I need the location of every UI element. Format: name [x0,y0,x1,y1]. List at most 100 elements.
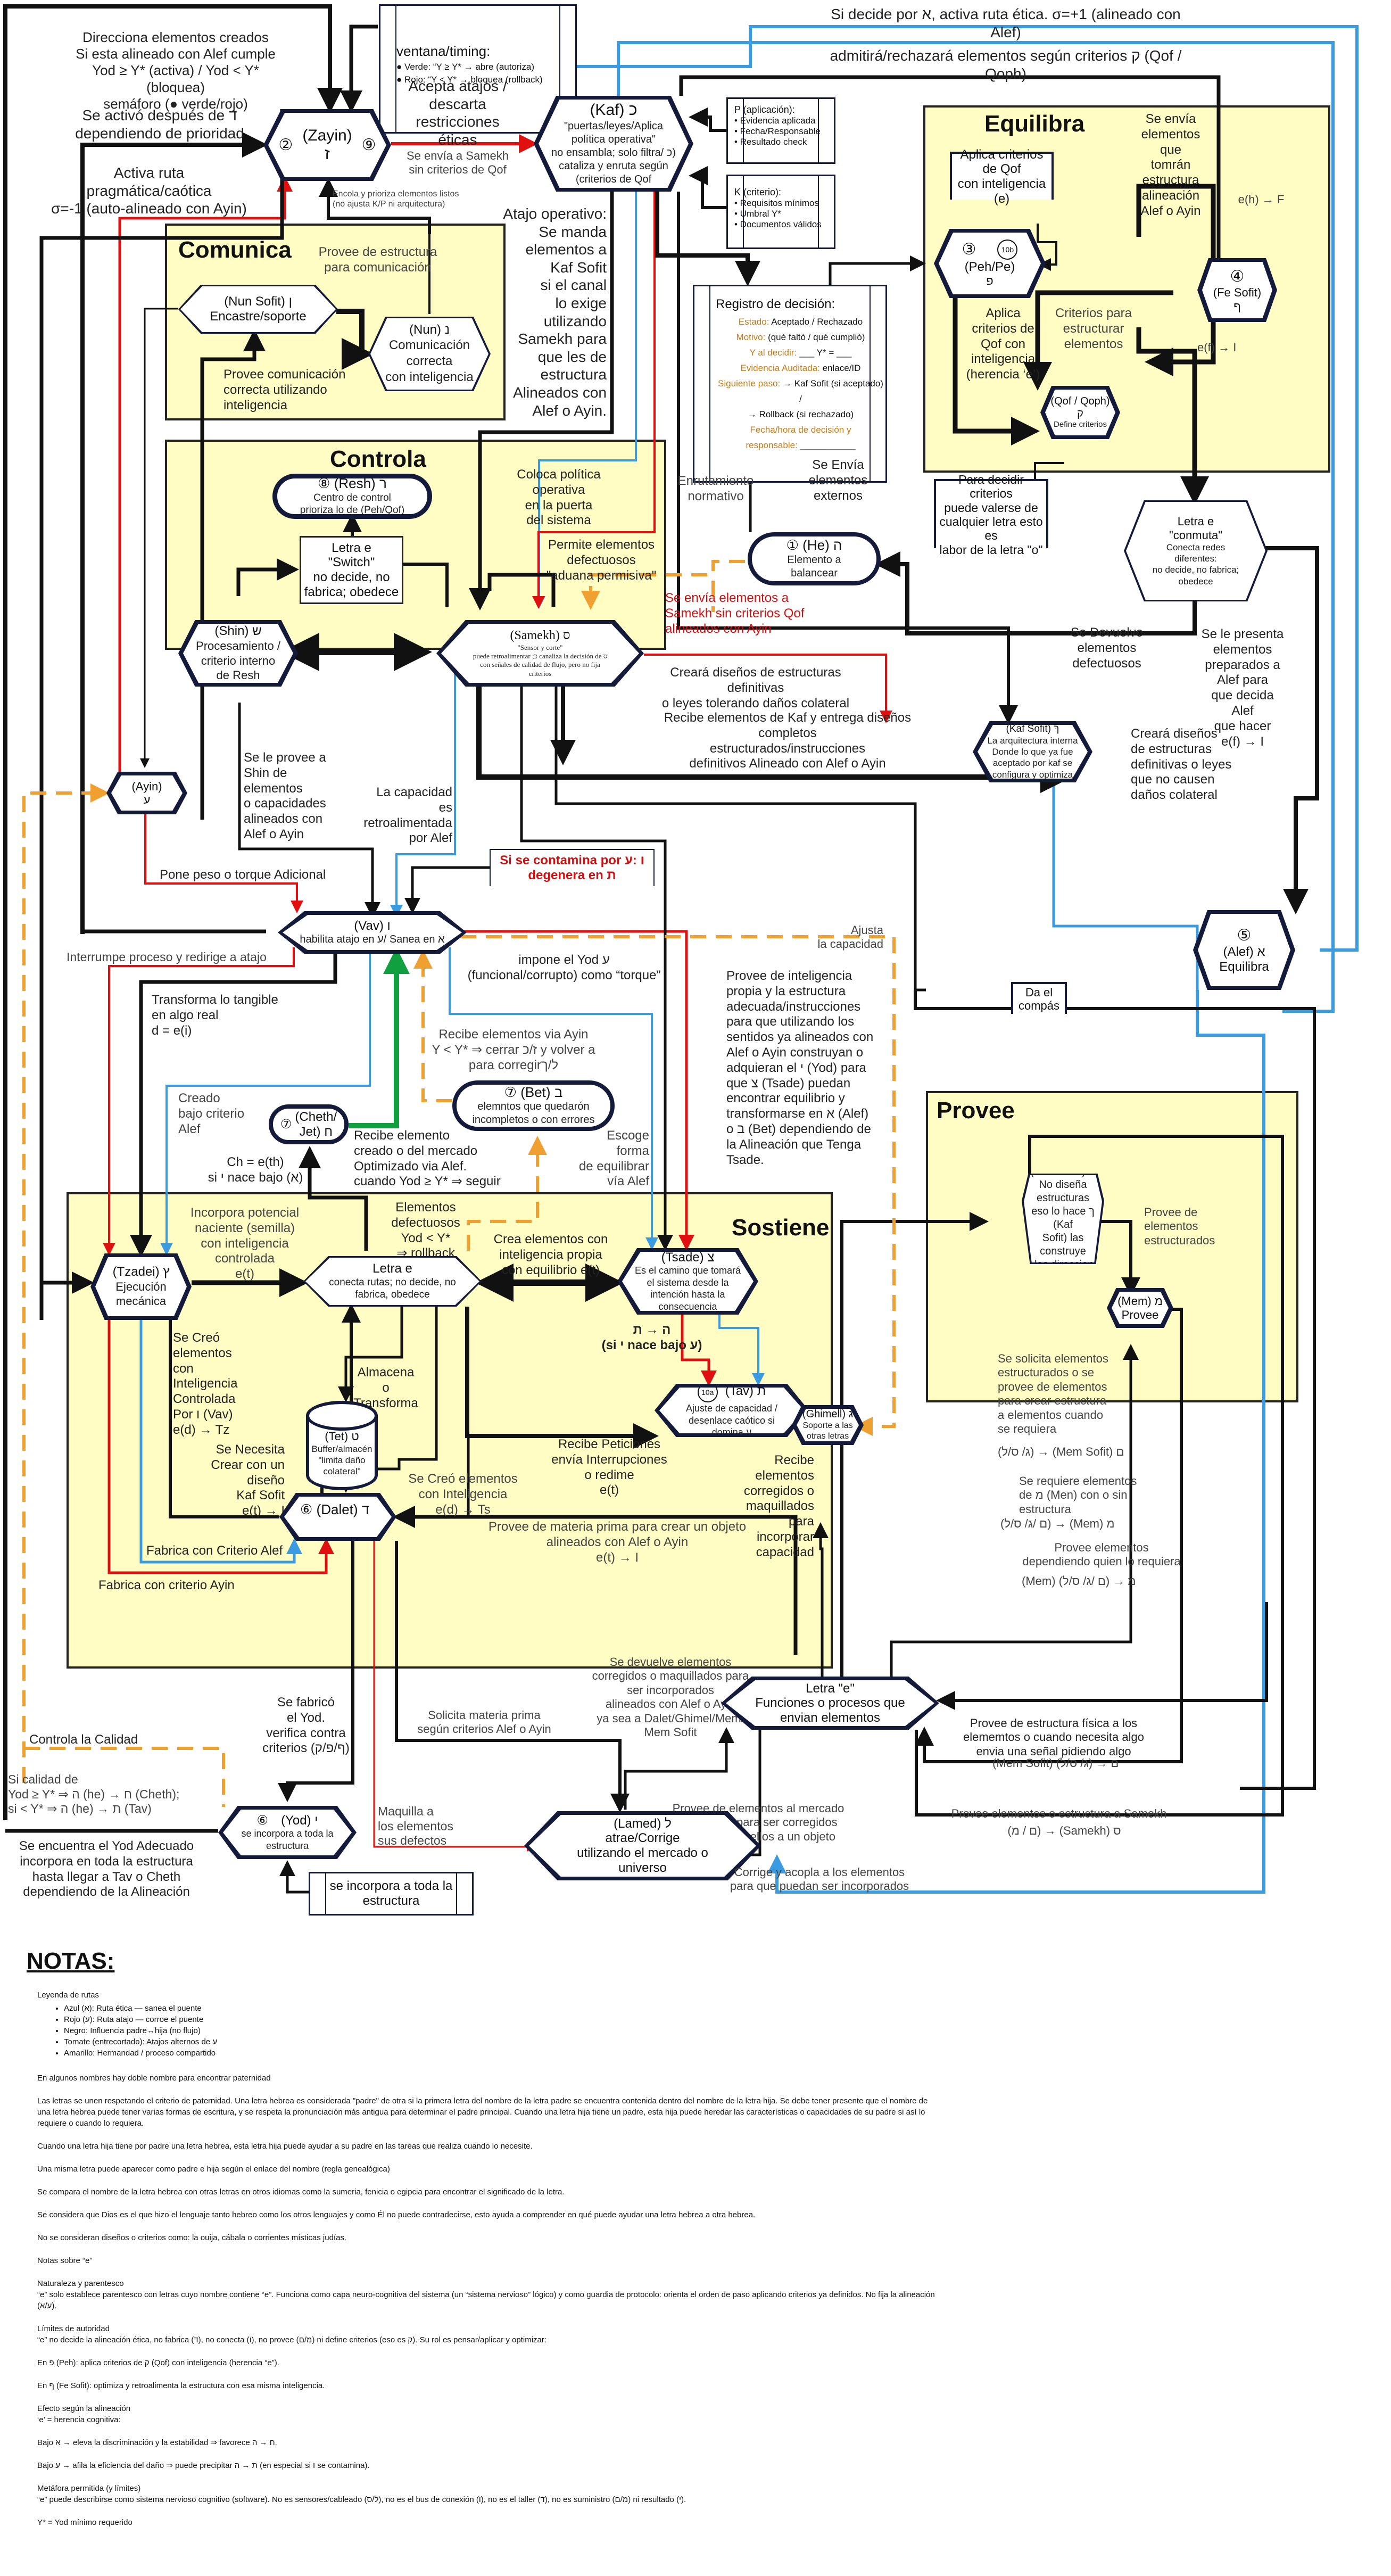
label-coloca-politica: Coloca política operativa en la puerta d… [517,467,601,528]
label-provee-estructurados: Provee de elementos estructurados [1144,1206,1215,1247]
label-se-necesita: Se Necesita Crear con un diseño Kaf Sofi… [211,1442,285,1518]
node-ayin[interactable]: (Ayin)ע [106,772,187,814]
ghimel-name: (Ghimell) ג [802,1408,854,1420]
node-tav[interactable]: 10a(Tav) ת Ajuste de capacidad / desenla… [655,1384,809,1437]
box-k-criterio: K (criterio): • Requisitos mínimos • Umb… [726,175,835,249]
resh-num: ⑧ [318,475,330,491]
note-paragraph: En ף (Fe Sofit): optimiza y retroaliment… [37,2381,325,2390]
label-provee-dependiendo: Provee elementos dependiendo quien lo re… [1022,1541,1181,1568]
dalet-name: (Dalet) ד [316,1501,370,1517]
label-si-calidad: Si calidad de Yod ≥ Y* ⇒ ה (he) → ח (Che… [8,1772,180,1816]
label-encola: Encola y prioriza elementos listos (no a… [333,189,459,209]
registro-key: Siguiente paso: [718,378,781,389]
label-admitira: admitirá/rechazará elementos según crite… [830,47,1182,82]
node-letra-e-conmuta[interactable]: Letra e "conmuta" Conecta redes diferent… [1124,500,1268,601]
label-provee-inteligencia: Provee de inteligencia propia y la estru… [726,969,874,1167]
conmuta-title: Letra e "conmuta" [1169,515,1222,542]
label-incorpora-potencial: Incorpora potencial naciente (semilla) c… [190,1206,300,1282]
cheth-num: ⑦ [280,1117,292,1132]
label-creado-bajo: Creado bajo criterio Alef [178,1091,245,1136]
qof-desc: Define criterios [1053,419,1107,429]
route-black-mem-letrae [936,1602,1268,1710]
node-bet[interactable]: ⑦ (Bet) ב elemntos que quedarón incomple… [452,1080,615,1131]
he-desc: Elemento a balancear [787,554,841,579]
label-se-devuelve-defectuosos: Se Devuelve elementos defectuosos [1070,625,1144,671]
node-alef[interactable]: ⑤ (Alef) א Equilibra [1193,910,1295,990]
registro-row: Siguiente paso: → Kaf Sofit (si aceptado… [716,376,885,407]
tav-desc: Ajuste de capacidad / desenlace caótico … [685,1403,778,1438]
label-activa-ruta: Activa ruta pragmática/caótica σ=-1 (aut… [51,164,247,217]
node-fe-sofit[interactable]: ④ (Fe Sofit) ף [1197,258,1277,322]
qof-name: (Qof / Qoph) [1050,395,1110,407]
k-title: K (criterio): [734,187,782,197]
p-item: • Resultado check [734,137,807,147]
legend-item: Negro: Influencia padre↔hija (no flujo) [64,2025,1357,2036]
node-letra-e-funciones[interactable]: Letra "e"Funciones o procesos que envian… [721,1677,939,1730]
nun-name: (Nun) נ [409,323,450,337]
node-switch[interactable]: Letra e "Switch" no decide, no fabrica; … [300,536,403,604]
ayin-name: (Ayin) [131,779,162,793]
node-samekh[interactable]: (Samekh) ס"Sensor y corte" puede retroal… [436,620,644,687]
registro-value: → Kaf Sofit (si aceptado) / [780,378,883,404]
label-controla-calidad: Controla la Calidad [29,1732,138,1747]
label-recibe-elemento: Recibe elemento creado o del mercado Opt… [354,1128,501,1189]
region-sostiene-title: Sostiene [732,1215,830,1241]
label-he-tav: ה → ת (si י nace bajo ע) [601,1323,702,1352]
k-item: • Requisitos mínimos [734,198,819,208]
region-controla-title: Controla [330,446,426,472]
node-resh[interactable]: ⑧ (Resh) ר Centro de control prioriza lo… [272,474,432,519]
peh-name: (Peh/Pe) [964,259,1015,274]
resh-name: (Resh) ר [334,475,387,491]
p-item: • Fecha/Responsable [734,126,821,136]
label-provee-materia: Provee de materia prima para crear un ob… [488,1520,747,1565]
mem-sofit-desc: No diseña estructuras eso lo hace ךּ (Ka… [1026,1179,1100,1262]
label-enrutamiento: Enrutamiento normativo [677,474,754,503]
label-se-devuelve-corregidos: Se devuelve elementos corregidos o maqui… [592,1655,749,1739]
node-dalet[interactable]: ⑥ (Dalet) ד [279,1493,396,1541]
note-paragraph: Efecto según la alineación ‘e’ = herenci… [37,2404,131,2424]
node-mem-sofit[interactable]: (Mem Sofit) ם No diseña estructuras eso … [1022,1174,1104,1264]
legend-item: Azul (א): Ruta ética — sanea el puente [64,2003,1357,2014]
node-qof[interactable]: (Qof / Qoph) ק Define criterios [1040,386,1120,439]
kaf-desc: "puertas/leyes/Aplica política operativa… [551,120,676,185]
label-se-fabrico-yod: Se fabricó el Yod. verifica contra crite… [262,1695,350,1756]
node-zayin[interactable]: ② (Zayin)ז ⑨ [263,109,391,181]
letra-e-sostiene-desc: conecta rutas; no decide, no fabrica, ob… [329,1276,456,1301]
notes-paragraphs: En algunos nombres hay doble nombre para… [27,2073,1357,2528]
node-tet[interactable]: (Tet) ט Buffer/almacén "limita daño cola… [306,1401,378,1490]
fe-sofit-name: (Fe Sofit) [1213,286,1262,300]
node-yod[interactable]: ⑥(Yod) י se incorpora a toda la estructu… [218,1806,357,1859]
mem-desc: Provee [1121,1308,1159,1322]
note-paragraph: En algunos nombres hay doble nombre para… [37,2074,271,2083]
label-criterios-estructurar: Criterios para estructurar elementos [1055,306,1132,351]
label-recibe-kaf: Recibe elementos de Kaf y entrega diseño… [664,711,912,771]
doc-contamina: Si se contamina por ו :ע degenera en ת [490,849,655,886]
label-direcciona: Direcciona elementos creados Si esta ali… [76,29,276,112]
label-activo-despues: Se activó después de ד dependiendo de pr… [75,107,244,142]
route-black-k-box [689,166,729,209]
node-kaf-sofit[interactable]: (Kaf Sofit) ךּ La arquitectura interna D… [973,721,1092,782]
notes-section: NOTAS: Leyenda de rutas Azul (א): Ruta é… [27,1948,1357,2540]
region-provee-title: Provee [937,1097,1015,1124]
route-black-box-yod [279,1860,309,1894]
he-name: (He) ה [802,537,842,554]
node-he[interactable]: ① (He) ה Elemento a balancear [748,532,881,585]
mem-sofit-name: (Mem Sofit) ם [1030,1175,1095,1178]
node-cheth[interactable]: ⑦ (Cheth/ Jet) ח [269,1104,349,1144]
node-kaf[interactable]: (Kaf) כ"puertas/leyes/Aplica política op… [534,96,693,192]
da-compas-text: Da el compás [1018,985,1060,1012]
aplica-qof-text: Aplica criterios de Qof con inteligencia… [957,147,1046,206]
label-se-creo-ts: Se Creó elementos con Inteligencia e(d) … [408,1472,518,1517]
lamed-desc: atrae/Corrige utilizando el mercado o un… [577,1831,708,1875]
